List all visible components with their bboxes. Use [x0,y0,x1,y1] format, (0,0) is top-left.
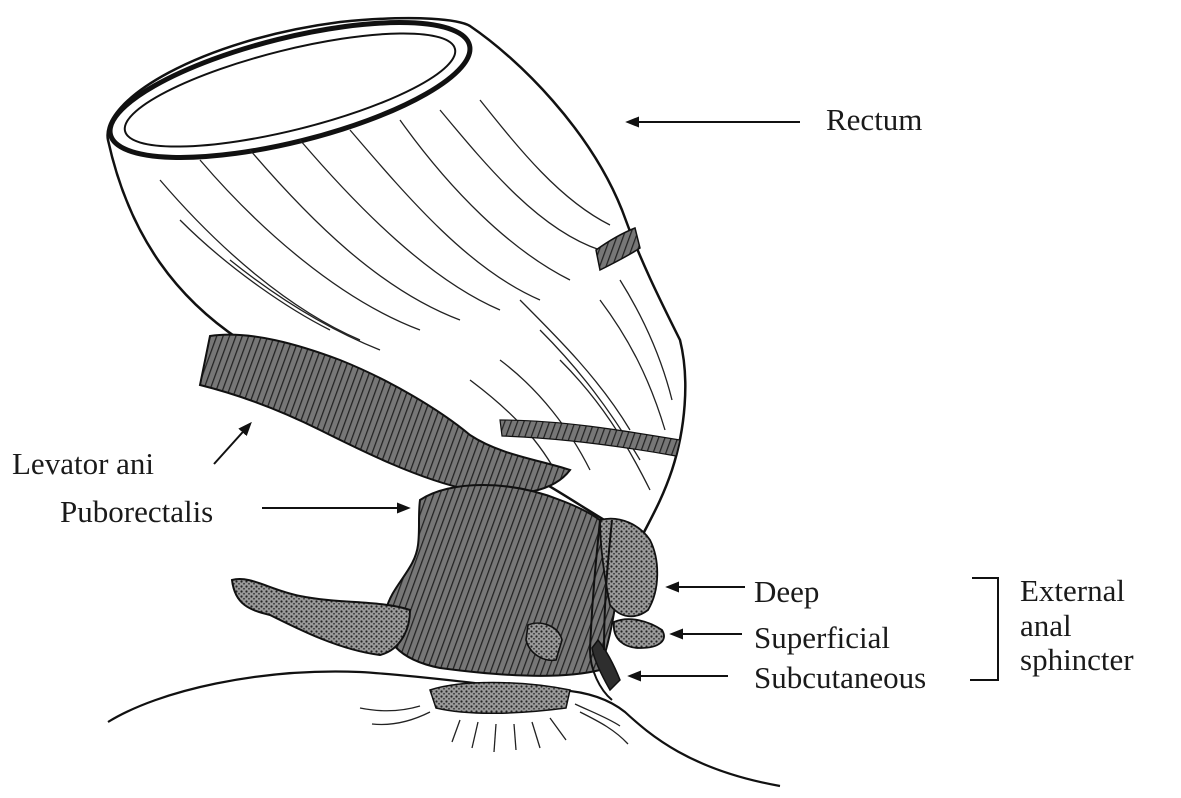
subcutaneous-label: Subcutaneous [754,662,926,693]
puborectalis-muscle [385,485,620,676]
eas-line-1: External [1020,574,1134,609]
sphincter-deep [600,519,657,617]
sphincter-bracket [970,578,998,680]
eas-line-3: sphincter [1020,643,1134,678]
anococcygeal-ligament [232,579,410,655]
external-anal-sphincter-label: External anal sphincter [1020,574,1134,678]
superficial-label: Superficial [754,622,890,653]
puborectalis-label: Puborectalis [60,496,213,527]
eas-line-2: anal [1020,609,1134,644]
rectum-label: Rectum [826,104,922,135]
deep-label: Deep [754,576,819,607]
sphincter-superficial [614,619,664,648]
anal-verge [430,683,570,714]
levator-ani-arrow [214,424,250,464]
levator-ani-label: Levator ani [12,448,154,479]
